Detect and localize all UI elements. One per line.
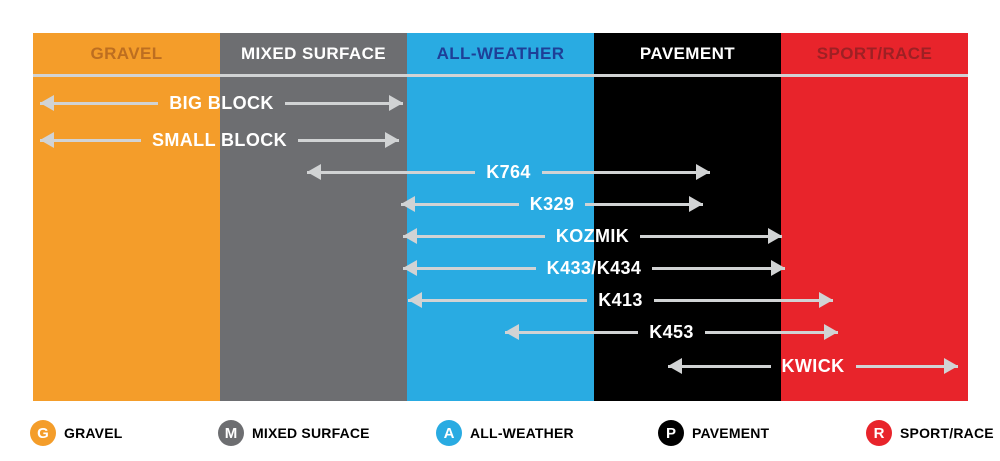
column-header-mixed-surface: MIXED SURFACE: [241, 44, 386, 63]
right-arrowhead-segment: [298, 138, 399, 142]
column-header-gravel: GRAVEL: [90, 44, 163, 63]
left-arrowhead-segment: [307, 170, 476, 174]
model-range-big-block: BIG BLOCK: [40, 92, 404, 113]
legend-item-all-weather: A ALL-WEATHER: [436, 420, 574, 446]
left-arrowhead-segment: [668, 364, 771, 368]
model-range-k764: K764: [307, 161, 711, 182]
left-arrowhead-segment: [40, 101, 159, 105]
right-arrowhead-segment: [704, 330, 839, 334]
left-arrowhead-segment: [505, 330, 639, 334]
right-arrowhead-segment: [855, 364, 958, 368]
legend-badge-mixed-surface: M: [218, 420, 244, 446]
surface-column-all-weather: ALL-WEATHER: [407, 33, 594, 401]
model-label: K433/K434: [546, 257, 642, 278]
model-label: KOZMIK: [555, 225, 630, 246]
legend-item-mixed-surface: M MIXED SURFACE: [218, 420, 370, 446]
legend-badge-pavement: P: [658, 420, 684, 446]
right-arrowhead-segment: [640, 234, 783, 238]
column-header-pavement: PAVEMENT: [639, 44, 736, 63]
right-arrowhead-segment: [284, 101, 404, 105]
legend-label-pavement: PAVEMENT: [692, 425, 770, 441]
legend-item-sport-race: R SPORT/RACE: [866, 420, 994, 446]
surface-column-mixed-surface: MIXED SURFACE: [220, 33, 407, 401]
surface-column-pavement: PAVEMENT: [594, 33, 781, 401]
right-arrowhead-segment: [653, 298, 834, 302]
right-arrowhead-segment: [585, 202, 704, 206]
model-range-k413: K413: [408, 289, 834, 310]
model-range-k433-k434: K433/K434: [403, 257, 786, 278]
column-header-all-weather: ALL-WEATHER: [436, 44, 565, 63]
model-label: BIG BLOCK: [169, 92, 274, 113]
model-label: K453: [649, 321, 694, 342]
header-divider-line: [33, 74, 968, 77]
model-label: KWICK: [781, 355, 845, 376]
surface-column-gravel: GRAVEL: [33, 33, 220, 401]
model-label: K329: [529, 193, 575, 214]
legend-badge-sport-race: R: [866, 420, 892, 446]
legend-label-gravel: GRAVEL: [64, 425, 123, 441]
legend-label-mixed-surface: MIXED SURFACE: [252, 425, 370, 441]
model-range-k329: K329: [401, 193, 704, 214]
model-label: SMALL BLOCK: [151, 129, 288, 150]
left-arrowhead-segment: [403, 234, 545, 238]
model-range-small-block: SMALL BLOCK: [40, 130, 399, 150]
model-range-k453: K453: [505, 321, 839, 342]
legend-badge-gravel: G: [30, 420, 56, 446]
model-label: K413: [598, 289, 643, 310]
left-arrowhead-segment: [40, 138, 141, 142]
model-range-kozmik: KOZMIK: [403, 225, 783, 246]
left-arrowhead-segment: [408, 298, 588, 302]
right-arrowhead-segment: [541, 170, 711, 174]
legend-item-pavement: P PAVEMENT: [658, 420, 769, 446]
surface-column-sport-race: SPORT/RACE: [781, 33, 968, 401]
legend: G GRAVEL M MIXED SURFACE A ALL-WEATHER P…: [0, 401, 1000, 461]
column-header-sport-race: SPORT/RACE: [816, 44, 933, 63]
legend-item-gravel: G GRAVEL: [30, 420, 123, 446]
left-arrowhead-segment: [403, 266, 536, 270]
left-arrowhead-segment: [401, 202, 519, 206]
right-arrowhead-segment: [652, 266, 786, 270]
model-label: K764: [486, 161, 531, 182]
model-range-kwick: KWICK: [668, 356, 958, 376]
surface-columns: GRAVEL MIXED SURFACE ALL-WEATHER PAVEMEN…: [33, 33, 968, 401]
legend-label-all-weather: ALL-WEATHER: [470, 425, 574, 441]
legend-badge-all-weather: A: [436, 420, 462, 446]
legend-label-sport-race: SPORT/RACE: [900, 425, 994, 441]
